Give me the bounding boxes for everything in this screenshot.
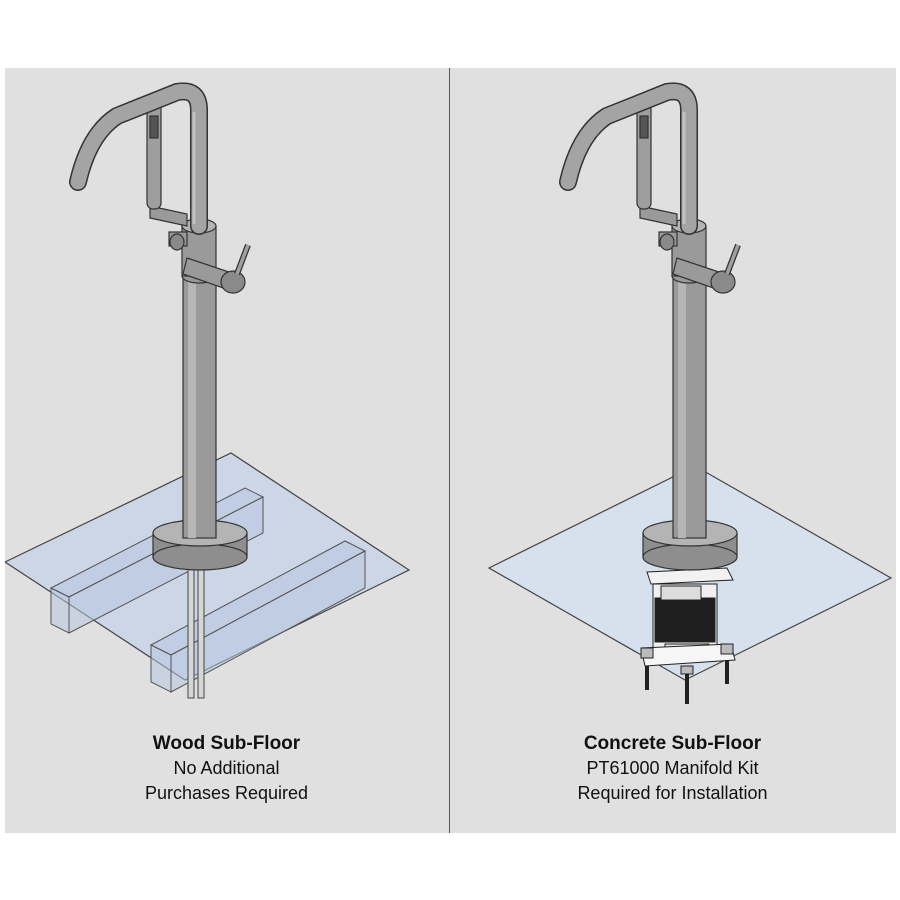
- concrete-subfloor-title: Concrete Sub-Floor: [583, 733, 762, 754]
- concrete-subfloor-line2: Required for Installation: [577, 783, 768, 803]
- faucet-base-flange: [152, 519, 248, 571]
- faucet-base-flange: [642, 519, 738, 571]
- concrete-subfloor-caption: Concrete Sub-Floor PT61000 Manifold Kit …: [451, 731, 894, 806]
- concrete-subfloor-line1: PT61000 Manifold Kit: [586, 758, 759, 778]
- concrete-subfloor-illustration: [487, 82, 893, 704]
- supply-pipe-left: [187, 567, 195, 699]
- manifold-kit: [640, 567, 736, 704]
- wood-subfloor-illustration: [5, 82, 411, 699]
- supply-pipe-right: [197, 567, 205, 699]
- hand-shower-holder: [639, 205, 678, 227]
- diverter-knob: [658, 231, 678, 251]
- panel-divider: [449, 68, 450, 833]
- hand-shower: [636, 93, 652, 210]
- faucet-riser: [182, 272, 217, 539]
- concrete-subfloor-panel: Concrete Sub-Floor PT61000 Manifold Kit …: [451, 68, 894, 833]
- wood-subfloor-caption: Wood Sub-Floor No Additional Purchases R…: [5, 731, 448, 806]
- faucet-riser: [672, 272, 707, 539]
- hand-shower-holder: [149, 205, 188, 227]
- wood-subfloor-line1: No Additional: [173, 758, 280, 778]
- diverter-knob: [168, 231, 188, 251]
- mixing-handle: [182, 243, 251, 294]
- wood-subfloor-line2: Purchases Required: [144, 783, 309, 803]
- mixing-handle: [672, 243, 741, 294]
- wood-subfloor-title: Wood Sub-Floor: [152, 733, 301, 754]
- wood-subfloor-panel: Wood Sub-Floor No Additional Purchases R…: [5, 68, 448, 833]
